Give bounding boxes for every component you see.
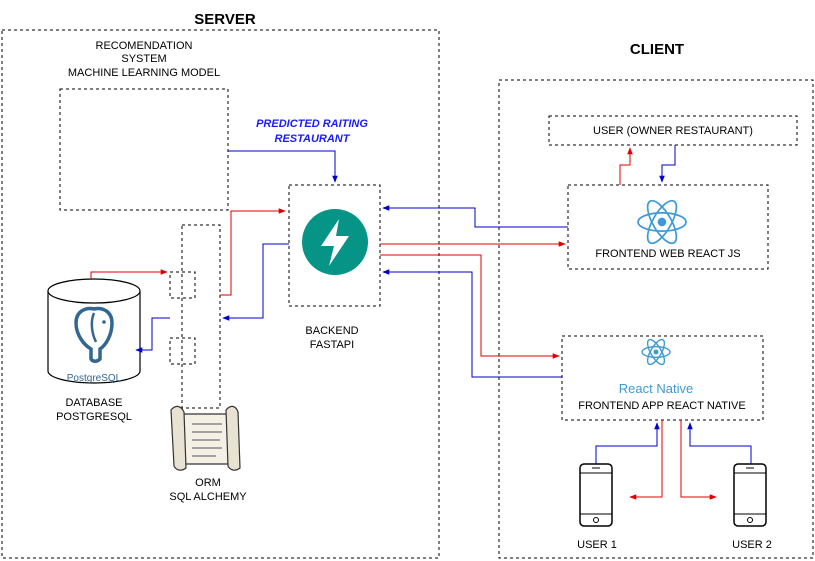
web-frontend-label: FRONTEND WEB REACT JS	[595, 248, 740, 260]
orm-label-line1: ORM	[195, 477, 221, 489]
arrow-app-to-user1	[629, 420, 663, 500]
arrow-backend-to-orm	[222, 243, 289, 321]
arrow-app-to-user2	[680, 420, 717, 500]
database-label-line1: DATABASE	[65, 397, 122, 409]
arrow-user2-to-app	[687, 422, 752, 464]
orm-port-upper	[169, 271, 196, 299]
database-label-line2: POSTGRESQL	[56, 411, 132, 423]
client-boundary	[498, 79, 814, 559]
arrow-orm-to-backend	[220, 208, 286, 296]
arrow-db-to-orm	[90, 269, 168, 279]
arrow-ml-to-backend	[228, 150, 338, 183]
ml-label-line1: RECOMENDATION	[96, 40, 193, 52]
fastapi-icon	[302, 209, 368, 275]
smartphone-icon	[733, 463, 767, 527]
client-title: CLIENT	[630, 41, 684, 58]
backend-label-line1: BACKEND	[305, 325, 358, 337]
arrow-orm-to-db	[135, 317, 170, 353]
backend-label-line2: FASTAPI	[310, 339, 354, 351]
ml-label-line2: SYSTEM	[121, 53, 166, 65]
arrow-web-to-owner	[619, 147, 633, 185]
server-boundary	[1, 29, 440, 559]
arrow-owner-to-web	[659, 145, 676, 183]
arrow-user1-to-app	[595, 422, 660, 464]
orm-label-line2: SQL ALCHEMY	[169, 491, 247, 503]
owner-label: USER (OWNER RESTAURANT)	[593, 125, 753, 137]
backend-box	[288, 184, 381, 307]
react-native-logo-text: React Native	[619, 381, 693, 396]
arrow-web-to-backend	[382, 205, 568, 228]
user1-label: USER 1	[577, 539, 617, 551]
smartphone-icon	[579, 463, 613, 527]
user2-label: USER 2	[732, 539, 772, 551]
web-frontend-box	[567, 184, 769, 270]
react-native-icon	[642, 337, 670, 367]
predicted-rating-line1: PREDICTED RAITING	[256, 118, 368, 130]
arrow-app-to-backend	[382, 269, 562, 378]
ml-label-line3: MACHINE LEARNING MODEL	[68, 67, 220, 79]
orm-port-lower	[169, 337, 196, 365]
server-title: SERVER	[194, 11, 256, 28]
ml-model-box	[59, 88, 229, 211]
arrow-backend-to-app	[380, 254, 560, 359]
react-icon	[638, 197, 686, 248]
postgresql-icon	[74, 306, 114, 363]
app-frontend-label: FRONTEND APP REACT NATIVE	[578, 400, 745, 412]
postgresql-logo-text: PostgreSQL	[67, 373, 122, 384]
predicted-rating-line2: RESTAURANT	[275, 133, 351, 145]
orm-box	[181, 224, 221, 409]
scroll-icon	[170, 405, 241, 471]
